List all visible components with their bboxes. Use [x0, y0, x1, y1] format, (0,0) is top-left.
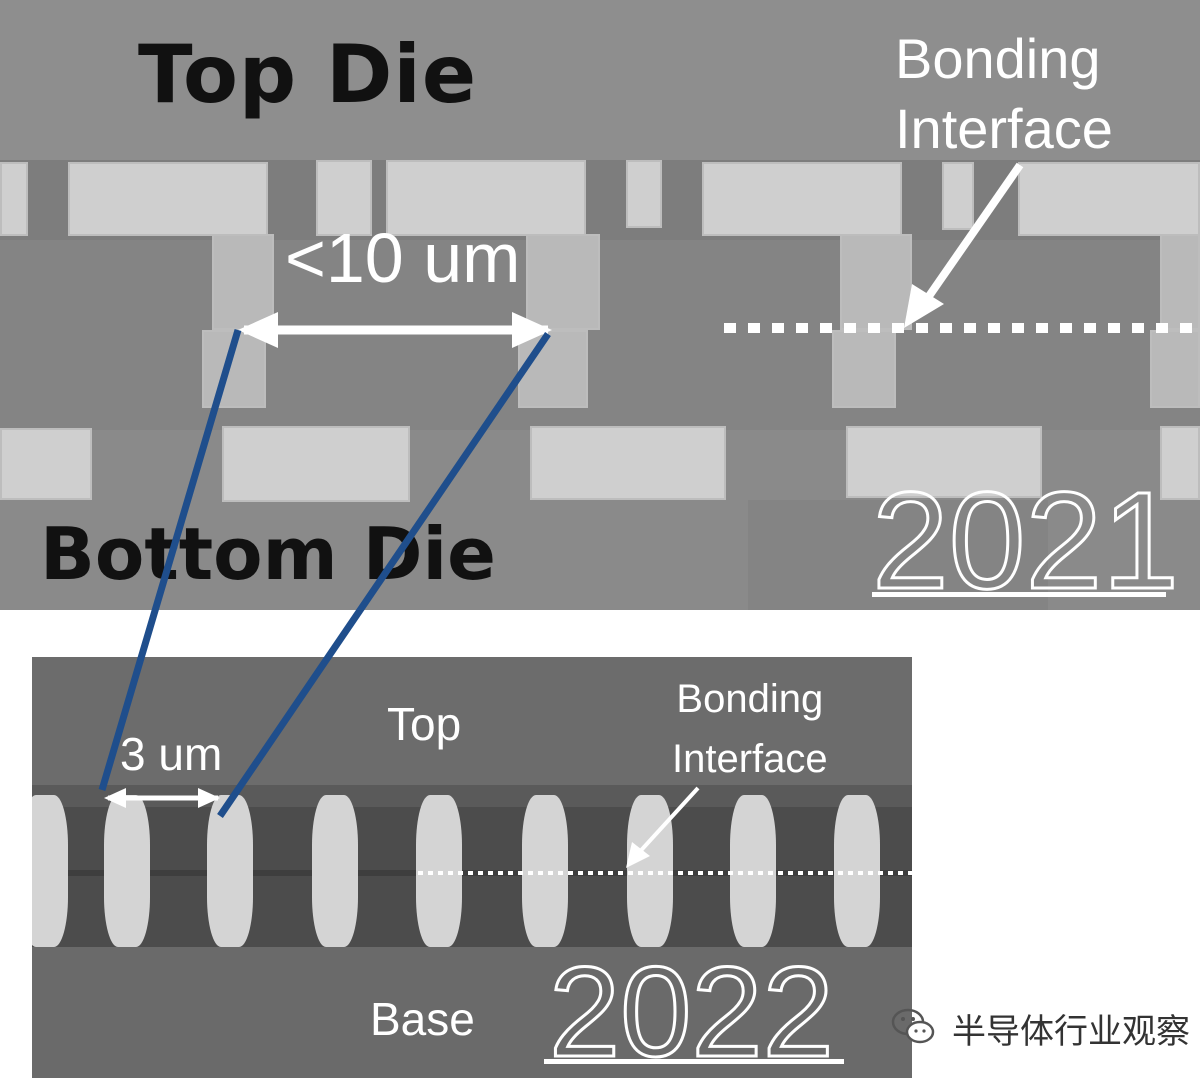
bottom-pad [1160, 426, 1200, 500]
pointer-arrowhead-icon [626, 842, 650, 868]
year-underline-2021 [872, 592, 1166, 597]
bonding-pointer-2021 [914, 162, 1024, 315]
bottom-via [832, 330, 896, 408]
bonding-interface-label-2021: Bonding Interface [895, 24, 1113, 164]
top-substrate [32, 657, 912, 785]
top-pad [0, 162, 28, 236]
wechat-icon [891, 1008, 935, 1044]
hybrid-bond-pad [312, 795, 358, 947]
arrowhead-left-icon [238, 312, 278, 348]
hybrid-bond-pad [207, 795, 253, 947]
bottom-via [1150, 330, 1200, 408]
arrowhead-right-icon [512, 312, 552, 348]
top-die-label: Top Die [138, 28, 478, 121]
bottom-pad [846, 426, 1042, 498]
dark-region [748, 500, 1048, 610]
top-via [526, 234, 600, 330]
top-pad [626, 160, 662, 228]
top-die-substrate [0, 0, 1200, 160]
bottom-pad [530, 426, 726, 500]
top-label: Top [387, 698, 462, 750]
hybrid-bond-pad [32, 795, 68, 947]
bonding-label-line1: Bonding [895, 27, 1101, 90]
top-pad [386, 160, 586, 236]
connector-line-left [98, 329, 242, 791]
bottom-pad [0, 428, 92, 500]
base-label: Base [370, 993, 475, 1045]
top-via [212, 234, 274, 330]
base-substrate [32, 947, 912, 1078]
bonding-label-line1: Bonding [676, 677, 824, 721]
pitch-label-2022: 3 um [120, 728, 223, 780]
year-underline-2022 [544, 1059, 844, 1064]
top-pad [702, 162, 902, 236]
arrowhead-right-icon [198, 788, 220, 808]
bonding-label-line2: Interface [672, 737, 828, 781]
connector-line-right [217, 332, 551, 818]
sem-image-2021: Top Die Bottom Die Bonding Interface <10… [0, 0, 1200, 610]
bonding-label-line2: Interface [895, 97, 1113, 160]
bonding-pointer-2022 [632, 786, 700, 860]
top-via [1160, 234, 1200, 330]
arrowhead-left-icon [104, 788, 126, 808]
top-via [840, 234, 912, 330]
pointer-arrowhead-icon [904, 284, 944, 328]
bond-layer [0, 240, 1200, 430]
top-pad [942, 162, 974, 230]
year-label-2022: 2022 [548, 940, 836, 1078]
pitch-label-2021: <10 um [285, 219, 521, 297]
bottom-via [518, 330, 588, 408]
hybrid-bond-pad [104, 795, 150, 947]
watermark-text: 半导体行业观察 [952, 1012, 1190, 1052]
top-pad [68, 162, 268, 236]
year-label-2021: 2021 [871, 463, 1181, 611]
bottom-pad [222, 426, 410, 502]
top-pad [1018, 162, 1200, 236]
top-pad [316, 160, 372, 236]
bonding-interface-label-2022: Bonding Interface [672, 669, 828, 789]
top-liner [32, 785, 912, 807]
